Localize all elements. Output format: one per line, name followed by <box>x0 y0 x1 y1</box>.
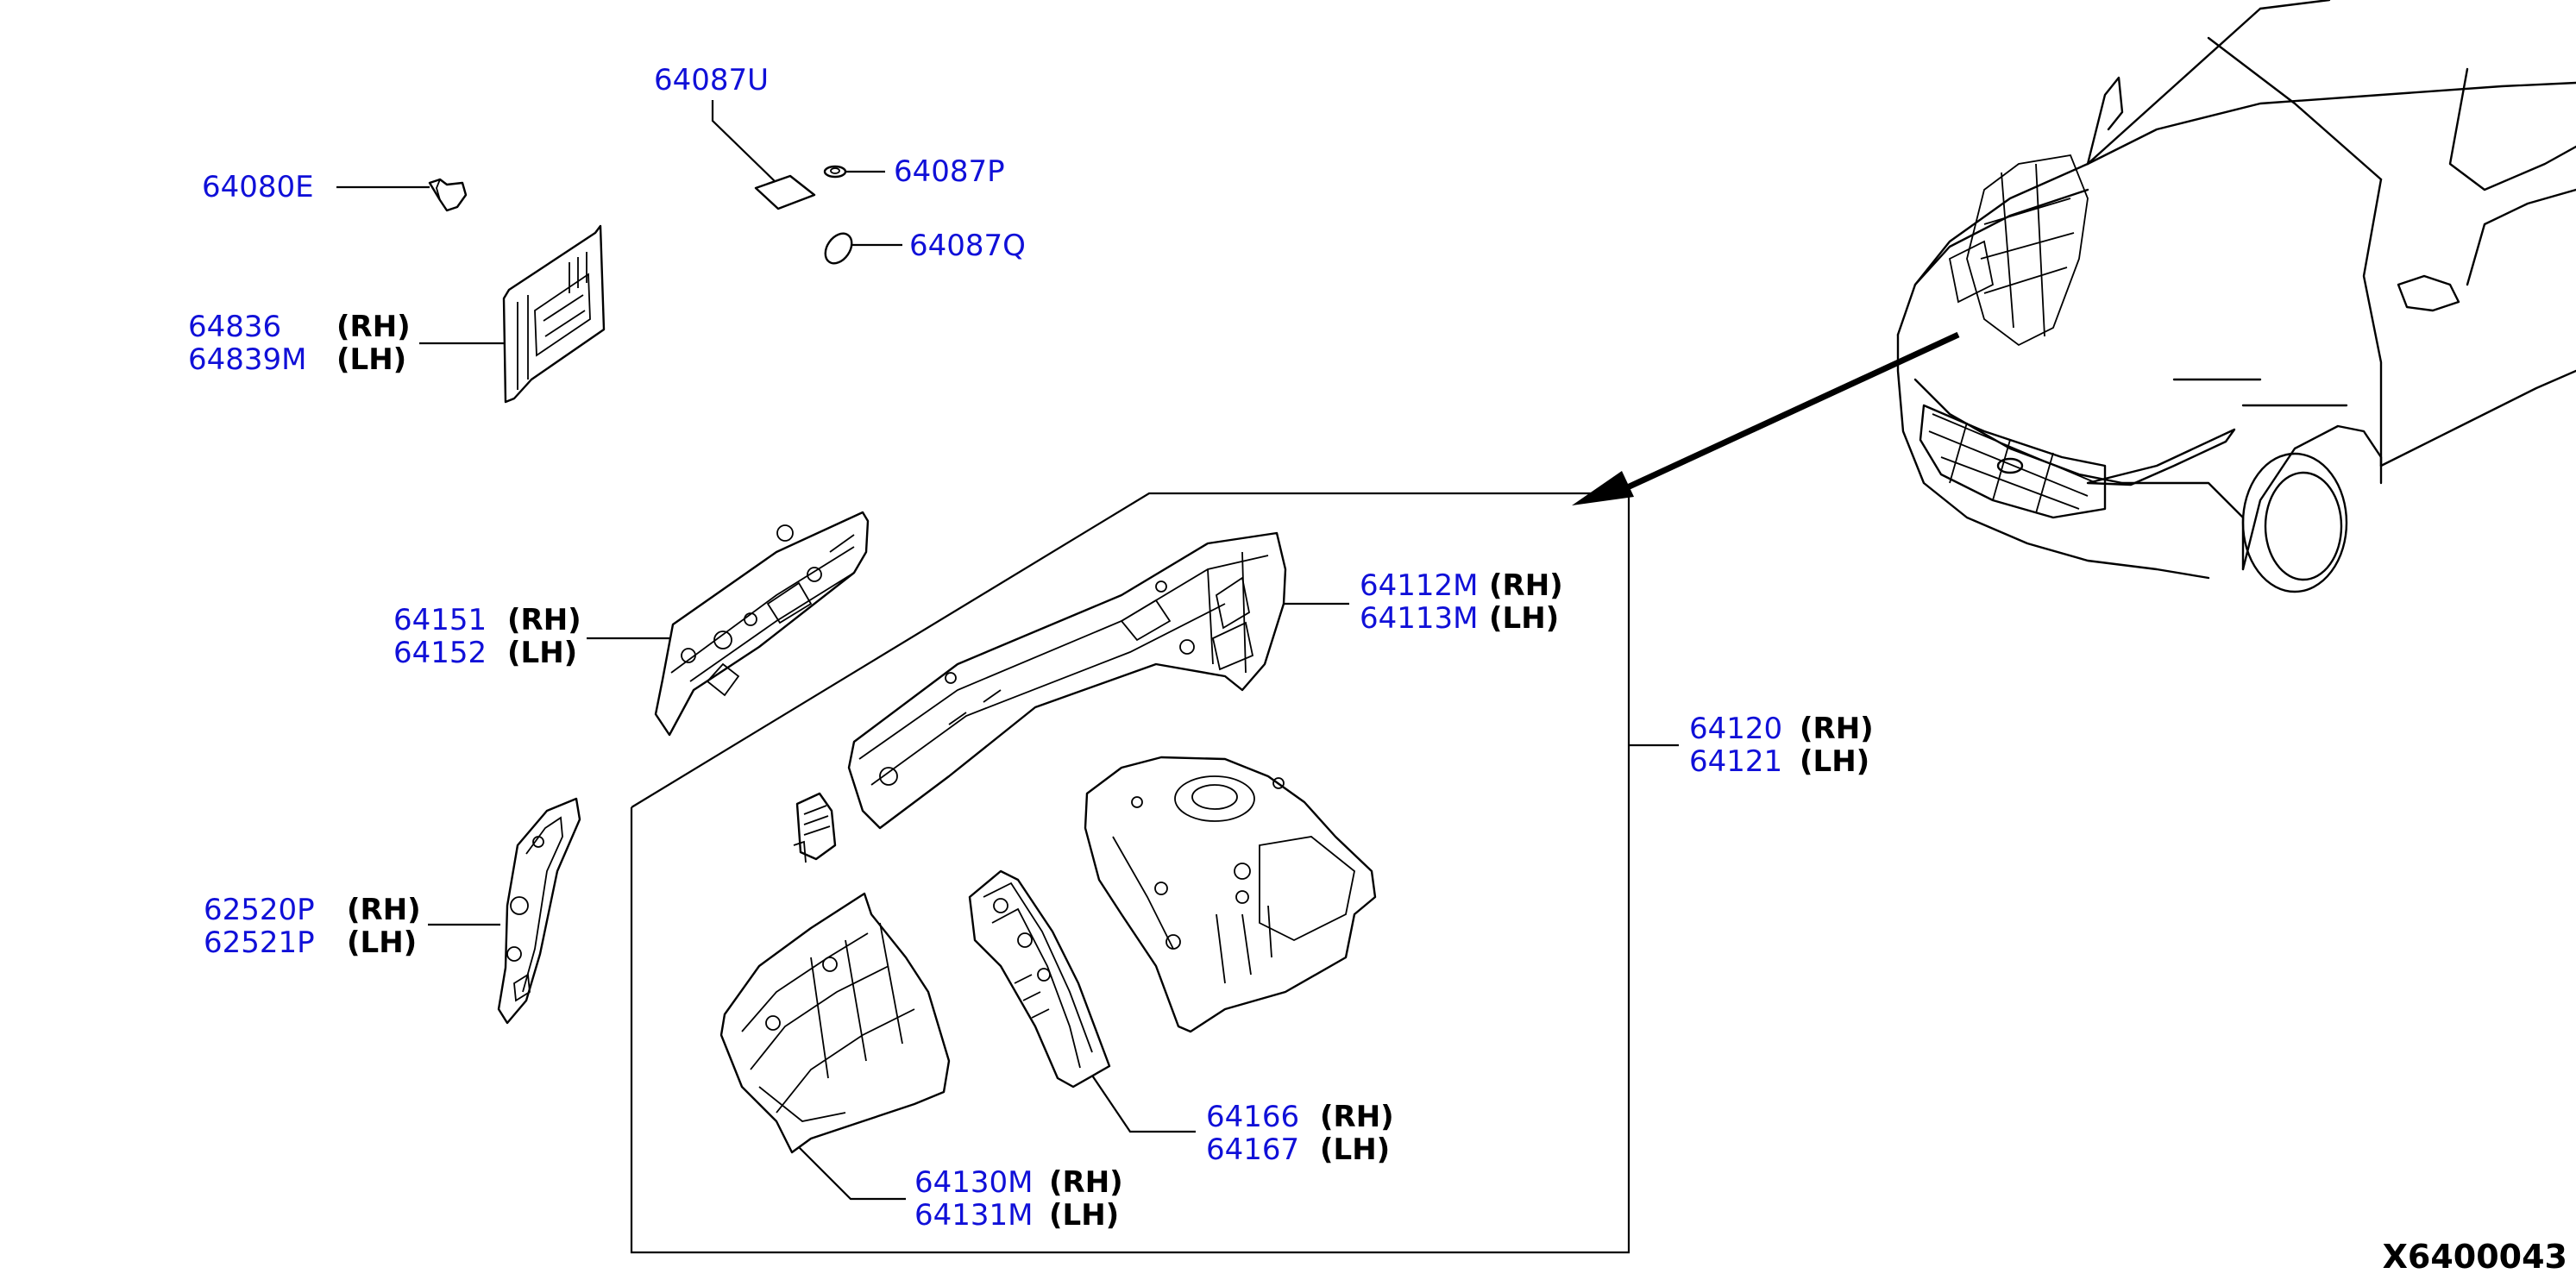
callout-64120[interactable]: 64120 <box>1689 712 1782 746</box>
callout-64131M[interactable]: 64131M <box>914 1198 1034 1233</box>
side-label: (RH) <box>507 603 581 637</box>
direction-arrow <box>1572 331 1960 505</box>
callout-62520P[interactable]: 62520P <box>204 893 315 927</box>
callout-64080E[interactable]: 64080E <box>202 170 314 204</box>
side-label: (RH) <box>1489 568 1563 603</box>
side-label: (RH) <box>1320 1100 1394 1134</box>
callout-64121[interactable]: 64121 <box>1689 744 1782 779</box>
callout-64167[interactable]: 64167 <box>1206 1133 1299 1167</box>
callout-64112M[interactable]: 64112M <box>1360 568 1479 603</box>
side-label: (LH) <box>507 636 577 670</box>
diagram-code: X6400043 <box>2383 1238 2567 1276</box>
side-label: (LH) <box>1320 1133 1390 1167</box>
side-label: (LH) <box>347 925 417 960</box>
part-64166-rail[interactable] <box>968 869 1111 1089</box>
part-64120-apron[interactable] <box>1084 756 1377 1033</box>
side-label: (RH) <box>347 893 421 927</box>
callout-64839M[interactable]: 64839M <box>188 342 307 377</box>
side-label: (RH) <box>336 310 411 344</box>
callout-64087Q[interactable]: 64087Q <box>909 229 1026 263</box>
leader-lines <box>336 100 1349 1201</box>
assembly-outline <box>630 492 1679 1254</box>
callout-labels: 64087U 64087P 64087Q 64080E 64836 (RH) 6… <box>188 63 1874 1233</box>
part-64087q-plug[interactable] <box>820 229 857 268</box>
side-label: (RH) <box>1049 1165 1123 1200</box>
part-64112m-member[interactable] <box>847 531 1287 830</box>
callout-64113M[interactable]: 64113M <box>1360 601 1479 636</box>
callout-64130M[interactable]: 64130M <box>914 1165 1034 1200</box>
callout-64151[interactable]: 64151 <box>393 603 487 637</box>
callout-64152[interactable]: 64152 <box>393 636 487 670</box>
side-label: (LH) <box>1049 1198 1119 1233</box>
side-label: (LH) <box>336 342 406 377</box>
callout-64166[interactable]: 64166 <box>1206 1100 1299 1134</box>
callout-64836[interactable]: 64836 <box>188 310 281 344</box>
part-64836-cover[interactable] <box>502 224 606 404</box>
vehicle-illustration <box>1896 0 2576 593</box>
part-64080e-clip[interactable] <box>428 178 468 212</box>
side-label: (LH) <box>1489 601 1559 636</box>
callout-64087U[interactable]: 64087U <box>654 63 769 97</box>
part-small-clip[interactable] <box>793 792 837 863</box>
side-label: (LH) <box>1800 744 1869 779</box>
part-64087u-pad[interactable] <box>754 174 816 210</box>
part-62520p-bracket[interactable] <box>497 797 581 1025</box>
part-64087p-washer[interactable] <box>823 165 847 179</box>
callout-62521P[interactable]: 62521P <box>204 925 315 960</box>
part-64130m-wheelhouse[interactable] <box>719 892 951 1154</box>
side-label: (RH) <box>1800 712 1874 746</box>
part-64151-member[interactable] <box>654 511 870 737</box>
callout-64087P[interactable]: 64087P <box>894 154 1005 189</box>
